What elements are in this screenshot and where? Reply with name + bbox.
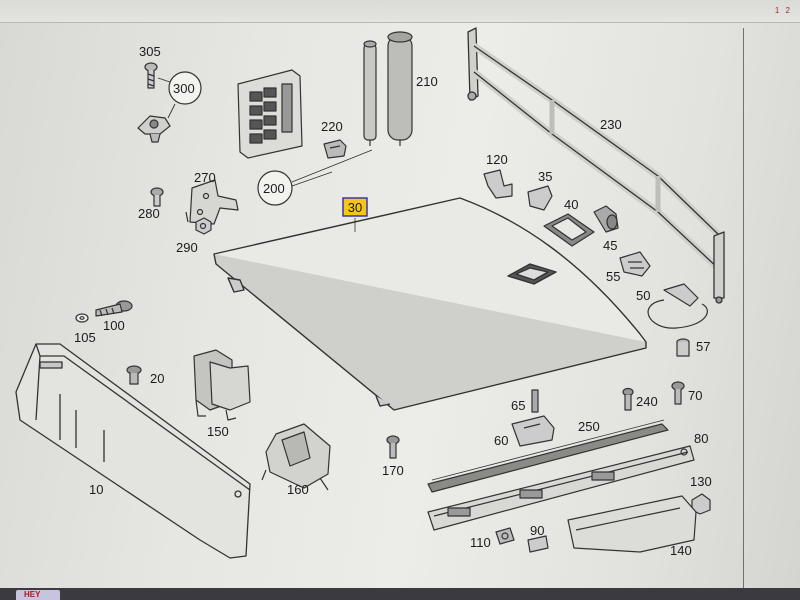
part-100-bolt[interactable] xyxy=(95,300,133,317)
leader-line xyxy=(291,149,373,187)
part-55-bracket[interactable] xyxy=(619,251,651,277)
part-label-270[interactable]: 270 xyxy=(194,170,216,185)
part-30-cargo-floor-cover[interactable] xyxy=(213,197,647,411)
part-160-mount-bracket[interactable] xyxy=(261,423,331,491)
part-label-240[interactable]: 240 xyxy=(636,394,658,409)
part-90-clip[interactable] xyxy=(527,535,549,553)
part-45-valve[interactable] xyxy=(593,205,619,233)
part-switch-panel[interactable] xyxy=(237,69,303,159)
part-label-290[interactable]: 290 xyxy=(176,240,198,255)
page-indicator[interactable]: 1 2 xyxy=(774,6,792,15)
part-label-57[interactable]: 57 xyxy=(696,339,710,354)
part-110-clip[interactable] xyxy=(495,527,515,545)
part-label-250[interactable]: 250 xyxy=(578,419,600,434)
part-label-150[interactable]: 150 xyxy=(207,424,229,439)
part-label-140[interactable]: 140 xyxy=(670,543,692,558)
part-60-bracket[interactable] xyxy=(511,415,555,447)
part-250-rail[interactable] xyxy=(427,419,669,493)
part-300-callout-circle xyxy=(168,71,202,105)
part-35-bracket[interactable] xyxy=(527,185,553,211)
part-label-170[interactable]: 170 xyxy=(382,463,404,478)
part-10-side-panel[interactable] xyxy=(15,343,251,559)
part-305-screw[interactable] xyxy=(144,62,158,89)
part-65-pin[interactable] xyxy=(531,389,539,413)
part-140-trim-cover[interactable] xyxy=(567,495,697,553)
part-270-bracket[interactable] xyxy=(185,179,239,225)
highlighted-part-box[interactable] xyxy=(342,197,368,217)
part-label-100[interactable]: 100 xyxy=(103,318,125,333)
taskbar-tab[interactable] xyxy=(16,590,60,600)
part-label-35[interactable]: 35 xyxy=(538,169,552,184)
part-170-screw[interactable] xyxy=(386,435,400,459)
part-label-105[interactable]: 105 xyxy=(74,330,96,345)
part-label-220[interactable]: 220 xyxy=(321,119,343,134)
part-220-clip[interactable] xyxy=(323,139,347,159)
part-label-230[interactable]: 230 xyxy=(600,117,622,132)
part-label-45[interactable]: 45 xyxy=(603,238,617,253)
part-label-110[interactable]: 110 xyxy=(470,535,491,550)
part-label-20[interactable]: 20 xyxy=(150,371,164,386)
part-label-50[interactable]: 50 xyxy=(636,288,650,303)
part-50-cable[interactable] xyxy=(647,283,708,329)
part-150-latch[interactable] xyxy=(193,349,251,421)
part-label-130[interactable]: 130 xyxy=(690,474,712,489)
part-40-frame[interactable] xyxy=(543,213,595,247)
part-label-80[interactable]: 80 xyxy=(694,431,708,446)
part-230-rail-frame[interactable] xyxy=(467,27,725,304)
part-290-nut[interactable] xyxy=(195,217,212,235)
part-80-track[interactable] xyxy=(427,445,695,531)
highlighted-part-number[interactable]: 30 xyxy=(348,200,362,215)
part-57-plug[interactable] xyxy=(676,338,690,357)
part-label-160[interactable]: 160 xyxy=(287,482,309,497)
part-105-washer[interactable] xyxy=(75,313,89,323)
part-240-screw[interactable] xyxy=(622,387,634,411)
part-label-120[interactable]: 120 xyxy=(486,152,508,167)
part-label-90[interactable]: 90 xyxy=(530,523,544,538)
part-label-210[interactable]: 210 xyxy=(416,74,438,89)
sheet-border-line xyxy=(743,28,744,588)
viewer-toolbar: 1 2 xyxy=(0,0,800,23)
part-label-200[interactable]: 200 xyxy=(263,181,285,196)
part-210-gas-strut[interactable] xyxy=(363,31,413,146)
part-label-65[interactable]: 65 xyxy=(511,398,525,413)
part-label-55[interactable]: 55 xyxy=(606,269,620,284)
part-280-screw[interactable] xyxy=(150,187,164,207)
part-label-70[interactable]: 70 xyxy=(688,388,702,403)
part-70-screw[interactable] xyxy=(671,381,685,405)
exploded-parts-diagram: 30 305 300 270 280 290 200 220 210 230 1… xyxy=(15,27,725,559)
part-120-bracket[interactable] xyxy=(483,169,513,199)
leader-line xyxy=(157,77,176,119)
part-label-40[interactable]: 40 xyxy=(564,197,578,212)
part-300-mount[interactable] xyxy=(137,115,171,143)
part-label-305[interactable]: 305 xyxy=(139,44,161,59)
taskbar xyxy=(0,588,800,600)
part-label-300[interactable]: 300 xyxy=(173,81,195,96)
part-200-callout-circle xyxy=(257,170,293,206)
taskbar-label[interactable]: HEY xyxy=(24,590,41,599)
part-label-280[interactable]: 280 xyxy=(138,206,160,221)
part-label-60[interactable]: 60 xyxy=(494,433,508,448)
part-label-10[interactable]: 10 xyxy=(89,482,103,497)
part-20-push-clip[interactable] xyxy=(126,365,142,385)
